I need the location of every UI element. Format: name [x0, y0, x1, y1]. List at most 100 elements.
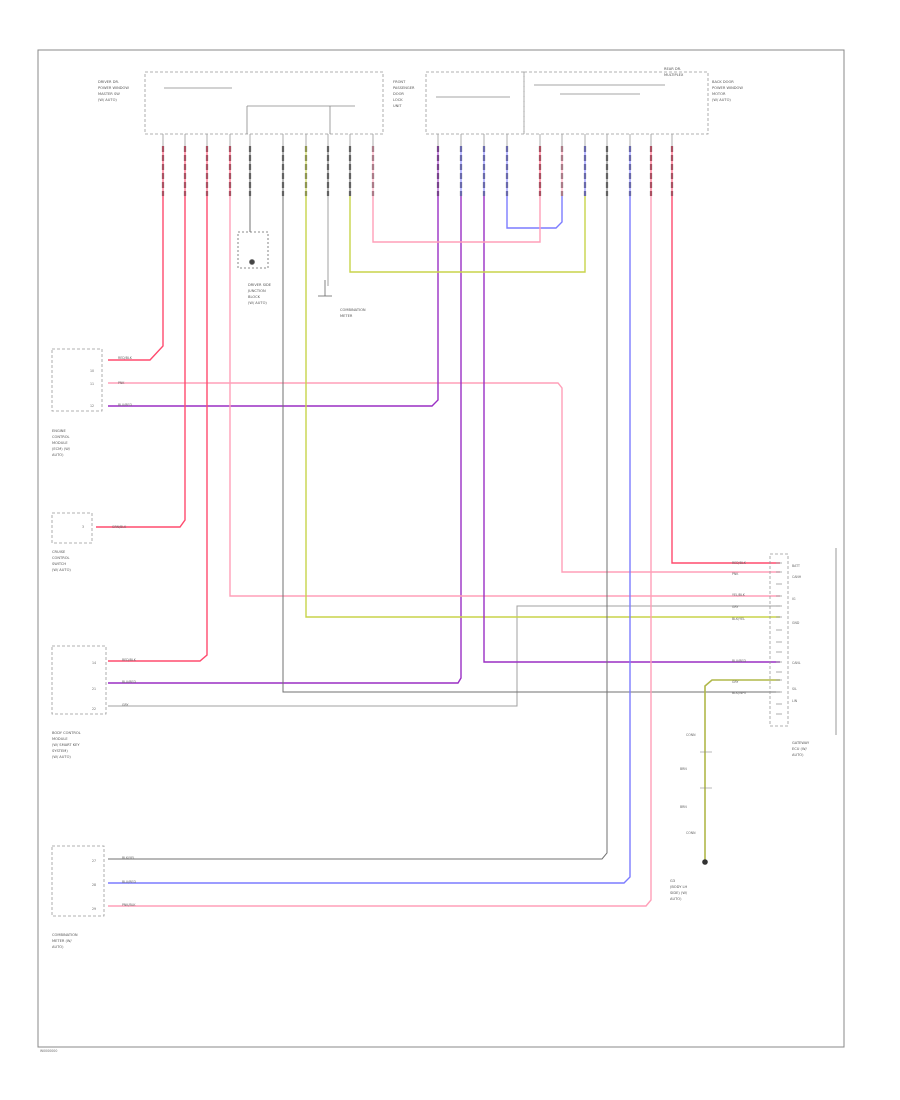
wire-pink-gw — [229, 196, 780, 597]
frame-label: W0000000 — [40, 1049, 57, 1053]
pin-body-0: 14 — [92, 661, 96, 665]
tag-engine-1: PNK — [118, 381, 125, 385]
wire-stubs — [161, 134, 674, 196]
label-top-left-2: MASTER SW — [98, 92, 120, 96]
wire-pink-loop — [372, 196, 541, 243]
pin-labels: 10 11 12 3 14 21 22 27 28 29 BATT CANH I… — [82, 369, 802, 911]
label-engine-1: CONTROL — [52, 435, 70, 439]
label-cruise-1: CONTROL — [52, 556, 70, 560]
pin-gw-0: BATT — [792, 564, 800, 568]
label-body-1: MODULE — [52, 737, 68, 741]
label-top-mid-4: UNIT — [393, 104, 402, 108]
tag-engine-2: BLU/RED — [118, 403, 132, 407]
label-junction-a-3: (W/ AUTO) — [248, 301, 267, 305]
tag-gw-1: PNK — [732, 572, 739, 576]
pin-gw-3: GND — [792, 621, 800, 625]
wire-routes — [96, 196, 782, 907]
label-body-4: (W/ AUTO) — [52, 755, 71, 759]
wire-blue-meter — [108, 196, 631, 884]
label-ground-conn-1: CONN — [686, 831, 696, 835]
tag-body-2: GRY — [122, 703, 128, 707]
tag-gw-5: BLU/RED — [732, 659, 746, 663]
wire-dark-meter — [108, 196, 608, 860]
label-junction-a-2: BLOCK — [248, 295, 261, 299]
pin-meter-1: 28 — [92, 883, 96, 887]
label-junction-a-1: JUNCTION — [247, 289, 266, 293]
connector-rear-door — [523, 71, 709, 135]
label-top-right-b-3: (W/ AUTO) — [712, 98, 731, 102]
label-top-left-0: DRIVER DR. — [98, 80, 119, 84]
label-junction-b-1: METER — [340, 314, 353, 318]
wire-yellow-loop — [349, 196, 586, 273]
tag-gw-6: GRY — [732, 680, 738, 684]
box-body-ecu — [51, 645, 107, 715]
tag-meter-1: BLU/RED — [122, 880, 136, 884]
pin-gw-1: CANH — [792, 575, 802, 579]
pin-gw-2: IG — [792, 597, 796, 601]
label-gateway-0: GATEWAY — [792, 741, 810, 745]
box-engine — [51, 348, 103, 412]
label-top-right-b-0: BACK DOOR — [712, 80, 734, 84]
tag-cruise-0: GRN/BLK — [112, 525, 127, 529]
wire-body-gray — [108, 605, 780, 707]
label-top-right-a-1: MULTIPLEX — [664, 73, 684, 77]
pin-engine-2: 12 — [90, 404, 94, 408]
junction-symbol — [237, 231, 332, 297]
pin-body-2: 22 — [92, 707, 96, 711]
connector-inner-lines — [164, 84, 665, 134]
pin-meter-2: 29 — [92, 907, 96, 911]
label-cruise-2: SWITCH — [52, 562, 66, 566]
box-cruise — [51, 512, 93, 544]
ground-symbol — [700, 751, 712, 865]
connector-driver-door — [144, 71, 384, 135]
tag-engine-0: RED/BLK — [118, 356, 133, 360]
pin-gw-4: CANL — [792, 661, 801, 665]
label-cruise-3: (W/ AUTO) — [52, 568, 71, 572]
label-cruise-0: CRUISE — [52, 550, 66, 554]
wire-cruise-red — [96, 196, 186, 528]
label-top-right-a-0: REAR DR. — [664, 67, 681, 71]
label-engine-0: ENGINE — [52, 429, 66, 433]
label-junction-b-0: COMBINATION — [340, 308, 366, 312]
label-body-3: SYSTEM) — [52, 749, 68, 753]
wire-yellow-gw — [305, 196, 780, 618]
diagram-frame — [37, 49, 845, 1048]
label-top-mid-0: FRONT — [393, 80, 406, 84]
tag-gw-2: YEL/BLK — [732, 593, 746, 597]
top-connectors — [144, 71, 709, 135]
pin-engine-0: 10 — [90, 369, 94, 373]
label-body-2: (W/ SMART KEY — [52, 743, 80, 747]
component-boxes — [51, 348, 789, 917]
label-ground-0: G3 — [670, 879, 675, 883]
wire-body-red — [108, 196, 208, 662]
label-engine-4: AUTO) — [52, 453, 64, 457]
tag-gw-0: RED/BLK — [732, 561, 747, 565]
label-top-mid-2: DOOR — [393, 92, 404, 96]
wire-dark-gw — [282, 196, 780, 693]
tag-body-1: BLU/RED — [122, 680, 136, 684]
label-gateway-1: ECU (W/ — [792, 747, 808, 751]
label-gateway-2: AUTO) — [792, 753, 804, 757]
wire-red-batt — [671, 196, 780, 564]
wire-engine-pink — [108, 382, 780, 573]
label-engine-2: MODULE — [52, 441, 68, 445]
wire-tags: RED/BLK PNK BLU/RED GRN/BLK RED/BLK BLU/… — [112, 356, 747, 907]
label-meter-0: COMBINATION — [52, 933, 78, 937]
wire-olive-ground — [704, 679, 780, 860]
label-body-0: BODY CONTROL — [52, 731, 81, 735]
wire-purple-gw — [483, 196, 780, 663]
connector-front-passenger — [425, 71, 525, 135]
label-meter-1: METER (W/ — [52, 939, 72, 943]
box-meter — [51, 845, 105, 917]
tag-meter-0: BLK/YEL — [122, 856, 135, 860]
wire-blue-loop — [506, 196, 563, 229]
label-top-mid-1: PASSENGER — [393, 86, 415, 90]
pin-gw-6: LIN — [792, 699, 798, 703]
tag-gw-7: BLK/WHT — [732, 691, 747, 695]
label-engine-3: (ECM) (W/ — [52, 447, 71, 451]
tag-body-0: RED/BLK — [122, 658, 137, 662]
tag-ground-1: BRN — [680, 805, 687, 809]
label-top-left-3: (W/ AUTO) — [98, 98, 117, 102]
